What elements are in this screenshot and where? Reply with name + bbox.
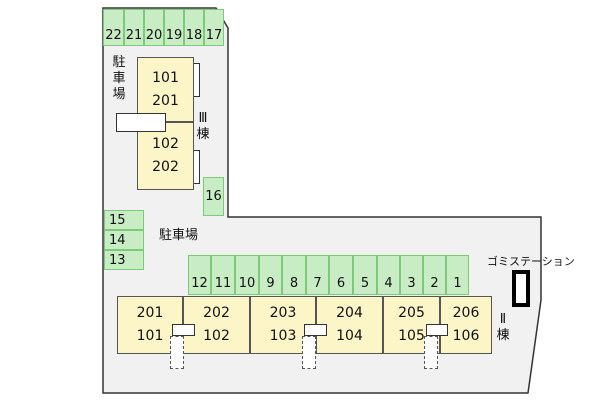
parking-space: 5: [353, 255, 377, 295]
building-3-label-char: Ⅲ: [198, 111, 208, 126]
parking-space: 16: [203, 177, 224, 216]
entrance-box: [304, 324, 327, 336]
parking-space: 14: [104, 230, 144, 250]
stair-outline: [302, 336, 316, 369]
parking-label: 駐車場: [159, 228, 199, 243]
parking-space: 9: [259, 255, 282, 295]
parking-space: 15: [104, 210, 144, 230]
parking-space: 20: [144, 9, 164, 46]
parking-space: 18: [184, 9, 204, 46]
parking-space: 11: [211, 255, 235, 295]
building-2-label-char: Ⅱ: [499, 312, 507, 327]
parking-space: 3: [400, 255, 423, 295]
parking-space: 10: [235, 255, 259, 295]
unit-number: 105: [398, 328, 425, 344]
entrance-box: [172, 324, 195, 336]
entrance-box: [116, 113, 166, 132]
unit-number: 101: [152, 69, 179, 86]
entrance-box: [426, 324, 448, 336]
unit-number: 206: [452, 305, 480, 321]
unit-number: 204: [336, 305, 363, 321]
unit-number: 205: [398, 305, 425, 321]
unit-block: 102 202: [137, 122, 194, 190]
parking-space: 13: [104, 250, 144, 270]
gomi-station: [512, 270, 530, 307]
parking-space: 1: [446, 255, 469, 295]
parking-space: 8: [282, 255, 306, 295]
unit-block: 206 106: [440, 296, 492, 354]
unit-number: 104: [336, 328, 363, 344]
parking-space: 12: [188, 255, 211, 295]
stair-outline: [424, 336, 438, 369]
parking-space: 22: [103, 9, 124, 46]
parking-space: 21: [124, 9, 144, 46]
parking-label-char: 車: [112, 71, 126, 86]
gomi-station-label: ゴミステーション: [487, 255, 575, 268]
parking-label-char: 場: [112, 87, 126, 102]
parking-space: 4: [377, 255, 400, 295]
parking-space: 19: [164, 9, 184, 46]
parking-space: 7: [306, 255, 329, 295]
parking-space: 17: [204, 9, 224, 46]
unit-number: 201: [136, 305, 164, 321]
building-2-label-char: 棟: [496, 328, 510, 343]
parking-space: 6: [329, 255, 353, 295]
unit-number: 203: [269, 305, 297, 321]
unit-number: 101: [136, 328, 164, 344]
balcony: [194, 150, 200, 184]
stair-outline: [170, 336, 184, 369]
unit-number: 106: [452, 328, 480, 344]
building-3-label-char: 棟: [196, 127, 210, 142]
parking-space: 2: [423, 255, 446, 295]
unit-number: 103: [269, 328, 297, 344]
unit-number: 102: [152, 136, 179, 152]
unit-number: 201: [152, 92, 179, 109]
unit-number: 202: [152, 159, 179, 175]
unit-number: 102: [203, 328, 230, 344]
parking-label-char: 駐: [112, 55, 126, 70]
balcony: [194, 63, 200, 97]
unit-number: 202: [203, 305, 230, 321]
